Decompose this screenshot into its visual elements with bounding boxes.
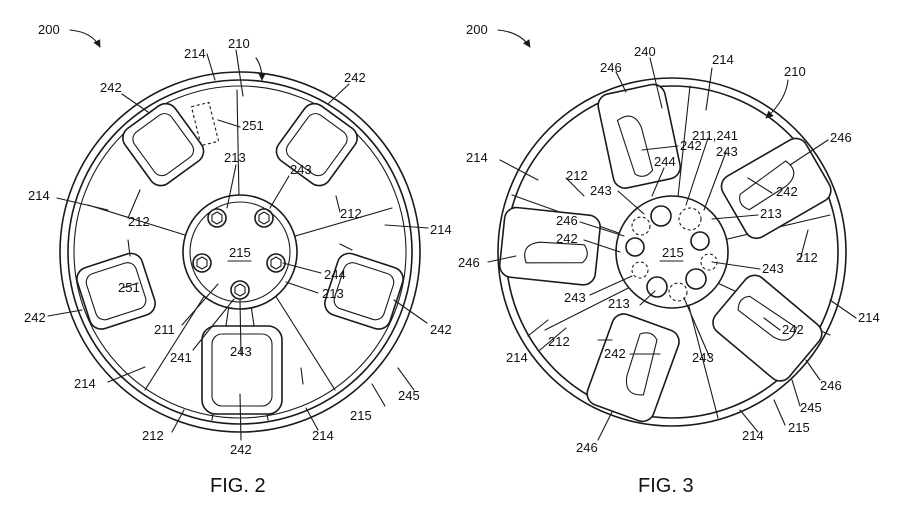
ref-label: 215 bbox=[350, 408, 372, 423]
ref-label: 242 bbox=[556, 231, 578, 246]
ref-label: 240 bbox=[634, 44, 656, 59]
ref-label: 242 bbox=[344, 70, 366, 85]
ref-label: 243 bbox=[590, 183, 612, 198]
ref-label: 241 bbox=[170, 350, 192, 365]
ref-label: 215 bbox=[788, 420, 810, 435]
ref-label: 215 bbox=[662, 245, 684, 260]
figure-3-caption: FIG. 3 bbox=[638, 475, 694, 497]
ref-label: 200 bbox=[466, 22, 488, 37]
ref-label: 242 bbox=[604, 346, 626, 361]
ref-label: 242 bbox=[430, 322, 452, 337]
ref-label: 243 bbox=[762, 261, 784, 276]
ref-label: 200 bbox=[38, 22, 60, 37]
ref-label: 212 bbox=[340, 206, 362, 221]
ref-label: 214 bbox=[74, 376, 96, 391]
ref-label: 244 bbox=[654, 154, 676, 169]
figure-2-wheel: 200 210 214 242 251 213 243 242 214 212 … bbox=[24, 22, 452, 497]
ref-label: 214 bbox=[184, 46, 206, 61]
ref-label: 242 bbox=[100, 80, 122, 95]
ref-label: 212 bbox=[566, 168, 588, 183]
ref-label: 246 bbox=[556, 213, 578, 228]
ref-label: 212 bbox=[142, 428, 164, 443]
ref-label: 214 bbox=[858, 310, 880, 325]
ref-label: 242 bbox=[24, 310, 46, 325]
ref-label: 251 bbox=[118, 280, 140, 295]
ref-label: 214 bbox=[742, 428, 764, 443]
ref-label: 213 bbox=[760, 206, 782, 221]
ref-label: 246 bbox=[820, 378, 842, 393]
figure-2-caption: FIG. 2 bbox=[210, 475, 266, 497]
ref-label: 246 bbox=[600, 60, 622, 75]
ref-label: 242 bbox=[776, 184, 798, 199]
ref-label: 242 bbox=[782, 322, 804, 337]
ref-label: 212 bbox=[796, 250, 818, 265]
ref-label: 210 bbox=[228, 36, 250, 51]
ref-label: 215 bbox=[229, 245, 251, 260]
ref-label: 210 bbox=[784, 64, 806, 79]
ref-label: 244 bbox=[324, 267, 346, 282]
ref-label: 246 bbox=[576, 440, 598, 455]
ref-label: 214 bbox=[712, 52, 734, 67]
ref-label: 245 bbox=[398, 388, 420, 403]
ref-label: 214 bbox=[312, 428, 334, 443]
figure-3-wheel: 200 240 214 246 210 242 244 211,241 243 … bbox=[458, 22, 880, 497]
ref-label: 214 bbox=[430, 222, 452, 237]
ref-label: 242 bbox=[230, 442, 252, 457]
ref-label: 246 bbox=[830, 130, 852, 145]
ref-label: 214 bbox=[28, 188, 50, 203]
ref-label: 245 bbox=[800, 400, 822, 415]
ref-label: 211 bbox=[154, 322, 175, 337]
ref-label: 213 bbox=[224, 150, 246, 165]
ref-label: 211,241 bbox=[692, 128, 738, 143]
ref-label: 213 bbox=[608, 296, 630, 311]
ref-label: 246 bbox=[458, 255, 480, 270]
ref-label: 214 bbox=[506, 350, 528, 365]
ref-label: 243 bbox=[290, 162, 312, 177]
ref-label: 212 bbox=[548, 334, 570, 349]
ref-label: 251 bbox=[242, 118, 264, 133]
ref-label: 243 bbox=[230, 344, 252, 359]
ref-label: 243 bbox=[692, 350, 714, 365]
ref-label: 212 bbox=[128, 214, 150, 229]
ref-label: 214 bbox=[466, 150, 488, 165]
ref-label: 243 bbox=[716, 144, 738, 159]
ref-label: 243 bbox=[564, 290, 586, 305]
ref-label: 213 bbox=[322, 286, 344, 301]
